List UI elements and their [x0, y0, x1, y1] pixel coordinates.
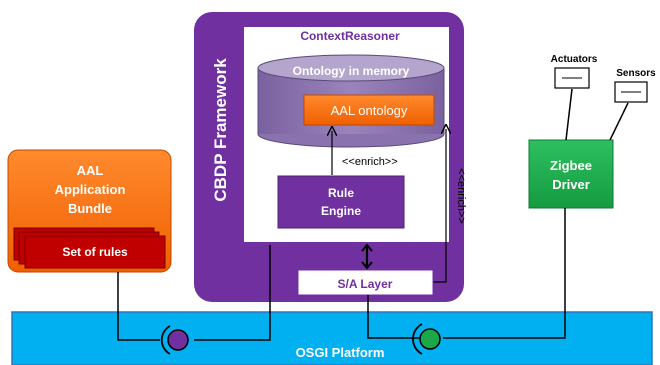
left-service-connector — [160, 325, 189, 355]
zigbee-driver-line1: Zigbee — [550, 158, 592, 173]
cbdp-framework-label: CBDP Framework — [211, 58, 230, 202]
aal-bundle-connection — [117, 272, 160, 341]
sa-layer-double-arrow-bottom — [361, 261, 373, 270]
rule-engine-box — [277, 175, 405, 229]
enrich-arrow-sa-layer — [433, 129, 446, 283]
sensors-link — [609, 102, 629, 141]
aal-ontology-label: AAL ontology — [331, 103, 408, 118]
aal-bundle-line3: Bundle — [68, 201, 112, 216]
aal-ontology-box — [303, 94, 435, 126]
sa-layer-box — [297, 269, 434, 296]
osgi-platform-label: OSGI Platform — [296, 345, 385, 360]
sa-layer-label: S/A Layer — [338, 277, 393, 291]
rule-engine-label-line1: Rule — [328, 186, 354, 200]
zigbee-driver-box — [528, 139, 614, 209]
set-of-rules-box — [24, 235, 166, 269]
enrich-horizontal-label: <<enrich>> — [342, 156, 398, 168]
enrich-vertical-label: <<enrich>> — [455, 168, 467, 224]
ontology-memory-label: Ontology in memory — [293, 64, 410, 78]
sensors-label: Sensors — [616, 68, 656, 79]
context-reasoner-label: ContextReasoner — [300, 29, 400, 43]
zigbee-driver-line2: Driver — [552, 177, 590, 192]
right-service-connector — [412, 323, 441, 355]
actuators-label: Actuators — [551, 54, 598, 65]
framework-connection-left — [194, 245, 271, 341]
aal-bundle-line2: Application — [55, 182, 126, 197]
aal-bundle-line1: AAL — [77, 163, 104, 178]
set-of-rules-label: Set of rules — [62, 245, 128, 259]
sa-layer-connection — [367, 295, 420, 339]
actuators-link — [565, 88, 573, 141]
rule-engine-label-line2: Engine — [321, 204, 361, 218]
sa-layer-double-arrow-top — [361, 243, 373, 252]
zigbee-connection — [443, 208, 566, 339]
